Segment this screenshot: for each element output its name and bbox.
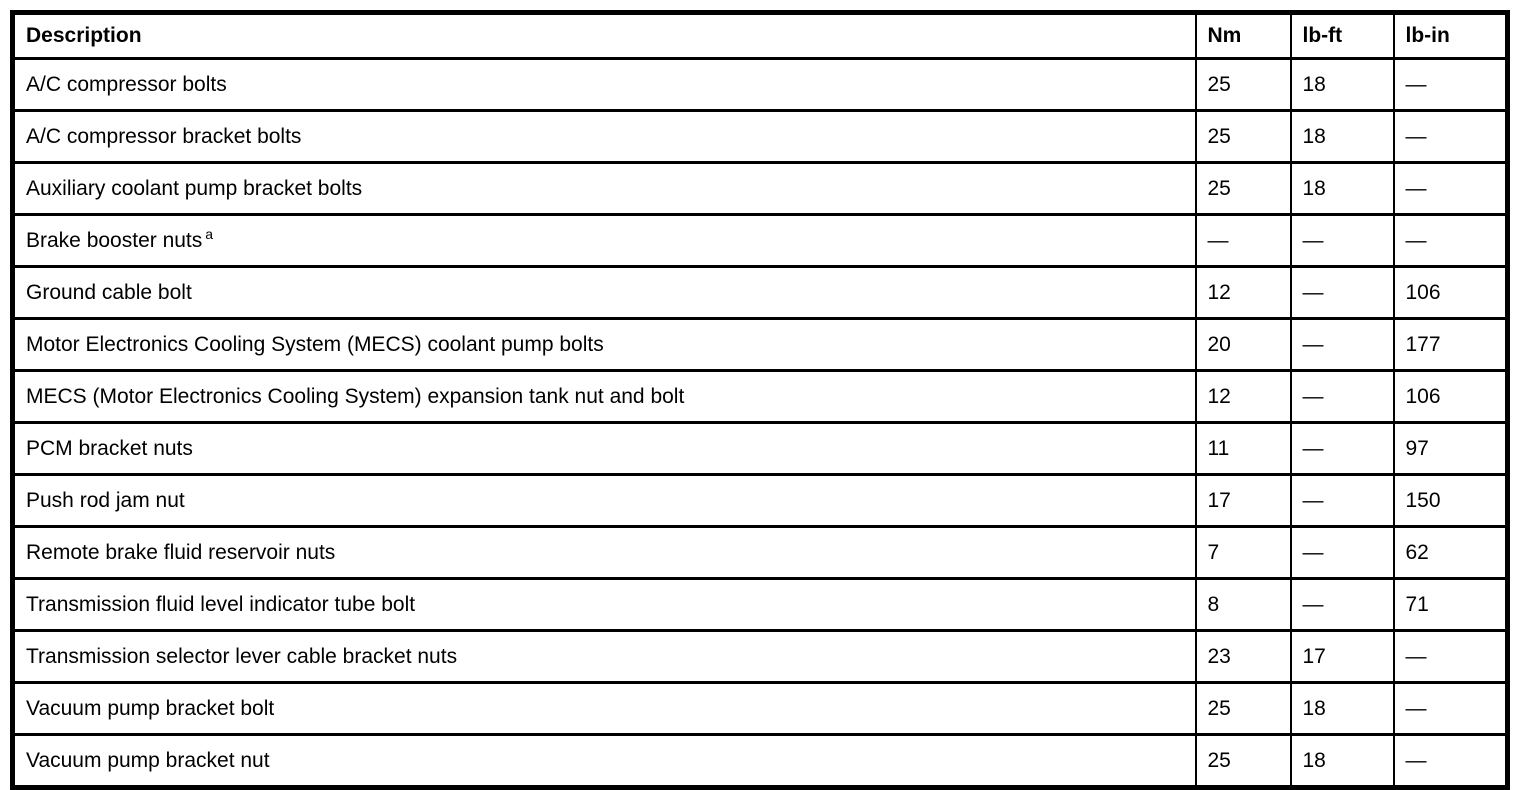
lbin-cell: — xyxy=(1392,57,1509,112)
nm-cell: 25 xyxy=(1194,109,1292,164)
lbft-cell: 18 xyxy=(1289,109,1395,164)
description-cell: Motor Electronics Cooling System (MECS) … xyxy=(11,317,1197,372)
torque-spec-table: Description Nm lb-ft lb-in A/C compresso… xyxy=(10,10,1510,790)
nm-cell: 25 xyxy=(1194,681,1292,736)
footnote-marker: a xyxy=(205,225,214,242)
column-header-description: Description xyxy=(11,11,1197,60)
nm-cell: 25 xyxy=(1194,161,1292,216)
description-cell: Remote brake fluid reservoir nuts xyxy=(11,525,1197,580)
table-row: Transmission fluid level indicator tube … xyxy=(11,577,1509,632)
lbft-cell: — xyxy=(1289,577,1395,632)
description-cell: MECS (Motor Electronics Cooling System) … xyxy=(11,369,1197,424)
lbft-cell: — xyxy=(1289,369,1395,424)
lbin-cell: 62 xyxy=(1392,525,1509,580)
description-cell: PCM bracket nuts xyxy=(11,421,1197,476)
lbin-cell: — xyxy=(1392,109,1509,164)
lbin-cell: — xyxy=(1392,733,1509,789)
lbin-cell: 150 xyxy=(1392,473,1509,528)
lbin-cell: — xyxy=(1392,213,1509,268)
nm-cell: 25 xyxy=(1194,733,1292,789)
nm-cell: 12 xyxy=(1194,265,1292,320)
description-cell: A/C compressor bracket bolts xyxy=(11,109,1197,164)
description-cell: Push rod jam nut xyxy=(11,473,1197,528)
lbin-cell: — xyxy=(1392,681,1509,736)
lbft-cell: 18 xyxy=(1289,681,1395,736)
lbin-cell: — xyxy=(1392,161,1509,216)
lbft-cell: 18 xyxy=(1289,733,1395,789)
nm-cell: — xyxy=(1194,213,1292,268)
lbft-cell: — xyxy=(1289,473,1395,528)
lbin-cell: 97 xyxy=(1392,421,1509,476)
lbft-cell: — xyxy=(1289,213,1395,268)
lbft-cell: 17 xyxy=(1289,629,1395,684)
header-row: Description Nm lb-ft lb-in xyxy=(11,11,1509,60)
description-cell: Auxiliary coolant pump bracket bolts xyxy=(11,161,1197,216)
nm-cell: 8 xyxy=(1194,577,1292,632)
lbft-cell: 18 xyxy=(1289,57,1395,112)
lbin-cell: 106 xyxy=(1392,265,1509,320)
lbin-cell: — xyxy=(1392,629,1509,684)
table-row: Motor Electronics Cooling System (MECS) … xyxy=(11,317,1509,372)
column-header-lbft: lb-ft xyxy=(1289,11,1395,60)
lbft-cell: — xyxy=(1289,317,1395,372)
description-cell: Ground cable bolt xyxy=(11,265,1197,320)
lbin-cell: 71 xyxy=(1392,577,1509,632)
lbft-cell: — xyxy=(1289,265,1395,320)
description-cell: A/C compressor bolts xyxy=(11,57,1197,112)
description-cell: Transmission selector lever cable bracke… xyxy=(11,629,1197,684)
column-header-lbin: lb-in xyxy=(1392,11,1509,60)
nm-cell: 23 xyxy=(1194,629,1292,684)
lbin-cell: 106 xyxy=(1392,369,1509,424)
nm-cell: 12 xyxy=(1194,369,1292,424)
description-cell: Vacuum pump bracket nut xyxy=(11,733,1197,789)
lbft-cell: — xyxy=(1289,421,1395,476)
description-cell: Vacuum pump bracket bolt xyxy=(11,681,1197,736)
nm-cell: 11 xyxy=(1194,421,1292,476)
table-row: MECS (Motor Electronics Cooling System) … xyxy=(11,369,1509,424)
lbin-cell: 177 xyxy=(1392,317,1509,372)
table-header: Description Nm lb-ft lb-in xyxy=(11,11,1509,60)
nm-cell: 17 xyxy=(1194,473,1292,528)
torque-spec-table-container: Description Nm lb-ft lb-in A/C compresso… xyxy=(10,10,1510,790)
description-cell: Transmission fluid level indicator tube … xyxy=(11,577,1197,632)
column-header-nm: Nm xyxy=(1194,11,1292,60)
table-row: Transmission selector lever cable bracke… xyxy=(11,629,1509,684)
lbft-cell: 18 xyxy=(1289,161,1395,216)
nm-cell: 7 xyxy=(1194,525,1292,580)
nm-cell: 20 xyxy=(1194,317,1292,372)
lbft-cell: — xyxy=(1289,525,1395,580)
nm-cell: 25 xyxy=(1194,57,1292,112)
